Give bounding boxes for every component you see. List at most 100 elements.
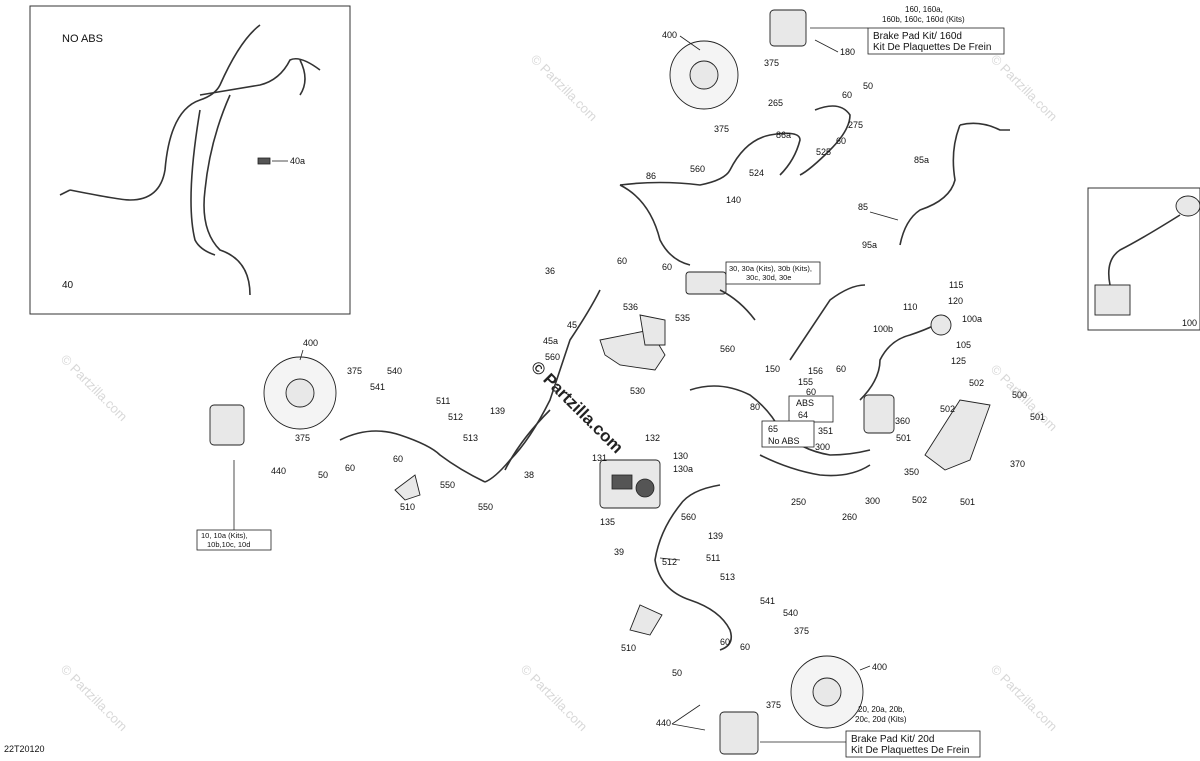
bracket-510 [629, 604, 663, 636]
brake-line-250 [759, 454, 871, 477]
callout: 60 [345, 463, 355, 473]
callout: 510 [400, 502, 415, 512]
callout: 265 [768, 98, 783, 108]
brake-line [1107, 214, 1181, 286]
callout: 510 [621, 643, 636, 653]
callout: 351 [818, 426, 833, 436]
callout: 560 [690, 164, 705, 174]
callout: 139 [490, 406, 505, 416]
kit-label: 30, 30a (Kits), 30b (Kits), [729, 264, 812, 273]
callout: 502 [940, 404, 955, 414]
brake-line [203, 94, 251, 296]
abs-label: 64 [798, 410, 808, 420]
brake-pad-kit-box [845, 730, 981, 758]
watermark: © Partzilla.com [518, 662, 591, 735]
callout: 350 [904, 467, 919, 477]
leader-line [671, 723, 706, 731]
brake-line [619, 184, 691, 266]
no-abs-label: 65 [768, 424, 778, 434]
callout: 60 [842, 90, 852, 100]
callout: 50 [672, 668, 682, 678]
callout: 375 [766, 700, 781, 710]
no-abs-box [761, 420, 815, 448]
callout: 525 [816, 147, 831, 157]
callout: 541 [370, 382, 385, 392]
callout: 535 [675, 313, 690, 323]
master-cylinder-part [1094, 284, 1131, 316]
callout: 39 [614, 547, 624, 557]
callout: 370 [1010, 459, 1025, 469]
bracket-510 [394, 474, 421, 501]
callout: 120 [948, 296, 963, 306]
reservoir-100a [930, 314, 952, 336]
leader-line [859, 665, 871, 671]
callout: 260 [842, 512, 857, 522]
leader-line [869, 211, 899, 221]
callout-labels: 400 375 180 375 265 60 50 275 86a 60 525… [271, 30, 1045, 728]
no-abs-label: No ABS [768, 436, 800, 446]
callout: 38 [524, 470, 534, 480]
kit-box-30 [725, 261, 821, 285]
brake-line [190, 109, 216, 256]
watermark: © Partzilla.com [528, 52, 601, 125]
leader-lines [299, 35, 899, 731]
reservoir-part [1175, 195, 1200, 217]
brake-pad-kit-box [867, 27, 1005, 55]
callout: 60 [836, 136, 846, 146]
callout: 360 [895, 416, 910, 426]
callout: 125 [951, 356, 966, 366]
brake-line-95a [789, 284, 866, 361]
brake-lever [719, 289, 756, 321]
leader-line [671, 704, 701, 725]
brake-line-39 [654, 484, 733, 651]
kit-label: 160b, 160c, 160d (Kits) [882, 15, 965, 24]
callout: 511 [706, 553, 720, 563]
callout: 400 [872, 662, 887, 672]
callout: 60 [662, 262, 672, 272]
callout: 132 [645, 433, 660, 443]
callout: 60 [720, 637, 730, 647]
caliper-right [863, 394, 895, 434]
callout: 560 [681, 512, 696, 522]
callout: 250 [791, 497, 806, 507]
callout: 50 [318, 470, 328, 480]
callout: 60 [836, 364, 846, 374]
abs-label: ABS [796, 398, 814, 408]
brake-disc-hub [285, 378, 315, 408]
callout: 501 [960, 497, 975, 507]
callout: 45a [543, 336, 558, 346]
clip-part [257, 157, 271, 165]
kit-label: 20c, 20d (Kits) [855, 715, 907, 724]
callout: 140 [726, 195, 741, 205]
brake-line-end [59, 189, 71, 196]
callout: 100b [873, 324, 893, 334]
callout: 131 [592, 453, 607, 463]
kit-label: Brake Pad Kit/ 20d [851, 734, 934, 745]
callout: 500 [1012, 390, 1027, 400]
callout: 375 [295, 433, 310, 443]
brake-line-86a [799, 105, 851, 176]
brake-line-rear-left [339, 430, 486, 483]
inset-frame [29, 5, 351, 315]
callout: 375 [347, 366, 362, 376]
bracket-500 [924, 399, 991, 471]
leader-line [679, 35, 701, 51]
callout: 156 [808, 366, 823, 376]
part-number-40: 40 [62, 280, 74, 291]
callout: 375 [714, 124, 729, 134]
brake-line-100b [859, 324, 936, 401]
callout: 139 [708, 531, 723, 541]
callout: 540 [783, 608, 798, 618]
watermark: © Partzilla.com [988, 52, 1061, 125]
callout: 400 [662, 30, 677, 40]
leader-line [814, 39, 839, 53]
callout: 60 [393, 454, 403, 464]
kit-label: 160, 160a, [905, 5, 943, 14]
inset-no-abs: NO ABS 40 40a [29, 5, 351, 315]
brake-line-85a [959, 122, 1010, 131]
callout: 513 [463, 433, 478, 443]
brake-line [69, 24, 261, 201]
callout: 400 [303, 338, 318, 348]
callout: 86a [776, 130, 791, 140]
caliper-left [209, 404, 245, 446]
